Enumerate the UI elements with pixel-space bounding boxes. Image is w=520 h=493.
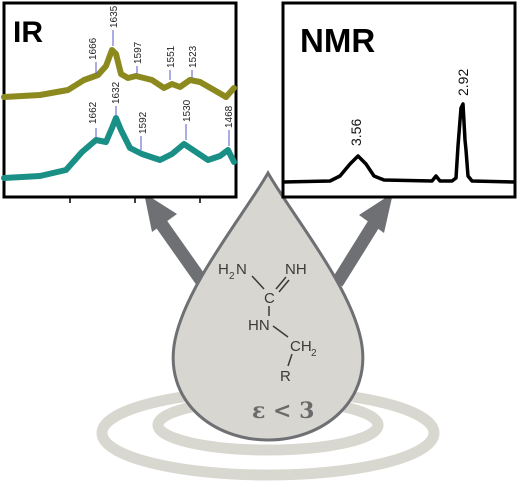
nmr-title: NMR [300,22,375,59]
bond-hn-ch2 [272,325,289,338]
nmr-peak-3.56: 3.56 [348,119,364,146]
ir-bottom-peak-1530: 1530 [182,99,193,122]
dielectric-condition: ε < 3 [252,398,314,424]
ir-bottom-peak-1662: 1662 [88,101,99,124]
ir-bottom-peak-1468: 1468 [224,105,235,128]
r-group: R [280,368,291,385]
arrow-shaft-left [154,218,209,287]
nmr-peak-2.92: 2.92 [455,69,471,96]
bond-n-c [251,275,265,290]
ch-label: CH [290,338,312,355]
guanidine-structure: H 2 N NH C HN CH 2 R [218,261,317,385]
ir-bottom-peak-1592: 1592 [138,111,149,134]
bond-c-nh-2 [278,279,290,293]
ir-title: IR [13,16,43,49]
ir-top-peak-1597: 1597 [133,41,144,64]
ir-axis-ticks [69,197,201,203]
ch-sub: 2 [311,348,317,359]
ir-top-peak-1523: 1523 [188,45,199,68]
bond-c-nh-1 [275,276,287,290]
ir-panel: IR 1666 1635 1597 1551 1523 1662 1632 15… [1,1,238,203]
nmr-spectrum [282,102,516,184]
ir-top-peak-1551: 1551 [166,45,177,68]
h2n-n: N [236,261,247,278]
ir-top-peak-1666: 1666 [88,37,99,60]
arrow-shaft-right [331,218,381,287]
arrow-head-right [359,193,393,233]
h2n-sub: 2 [229,271,235,282]
hn-label: HN [248,317,270,334]
ir-bottom-peak-1632: 1632 [111,81,122,104]
ir-frame [2,1,238,199]
ir-top-peak-markers [95,30,193,80]
ir-trace-bottom [1,115,237,181]
solvent-drop [171,169,365,442]
carbon-label: C [264,290,275,307]
bond-ch2-r [287,353,293,367]
ir-bottom-peak-markers [95,106,230,150]
arrow-head-left [144,193,177,232]
h2n-h: H [218,261,229,278]
ir-top-peak-1635: 1635 [109,5,120,28]
arrows [144,193,393,287]
nmr-panel: NMR 3.56 2.92 [281,1,517,199]
nh-label: NH [285,261,307,278]
nmr-frame [281,1,517,199]
ir-trace-top [1,47,237,100]
